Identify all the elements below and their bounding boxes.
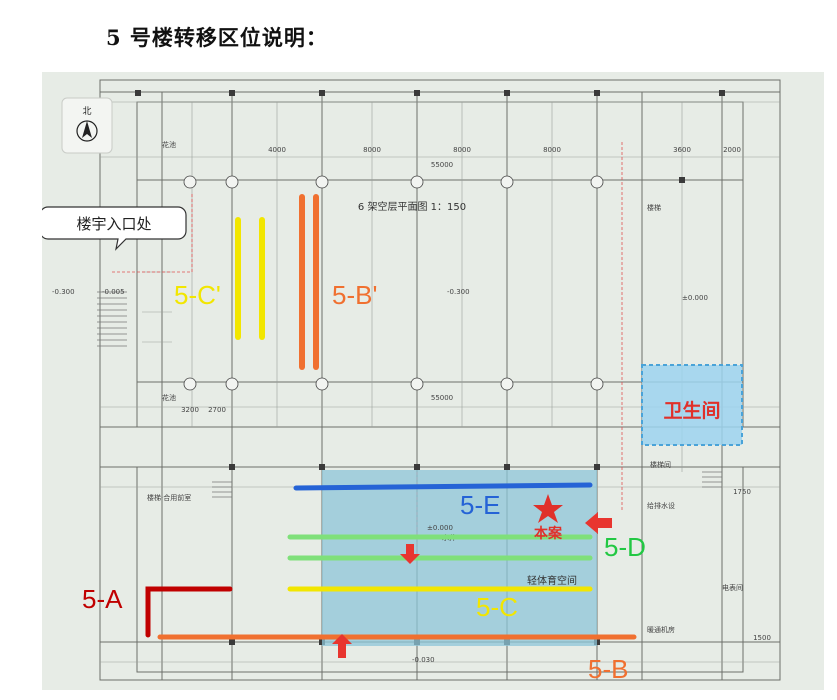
floor-plan-title: 6 架空层平面图 1：150: [358, 200, 466, 213]
dimension-total-bottom: 55000: [431, 394, 453, 402]
page-title: 5 号楼转移区位说明：: [106, 25, 328, 50]
level-minus-0005: -0.005: [102, 288, 125, 296]
room-hvac: 暖通机房: [647, 625, 675, 634]
zone-lines: [145, 194, 637, 640]
restroom-area: [641, 364, 743, 446]
room-plumbing: 给排水设: [647, 501, 675, 510]
zone-label-5b-prime: 5-B': [332, 280, 377, 310]
dimension-1750: 1750: [733, 488, 751, 496]
dimension-3200: 3200: [181, 406, 199, 414]
dimension-2000: 2000: [723, 146, 741, 154]
axis-circles: [183, 175, 604, 391]
dimension-8000-a: 8000: [363, 146, 381, 154]
arrow-down-center: [400, 544, 420, 564]
zone-label-5a: 5-A: [82, 584, 123, 614]
zone-label-5c-prime: 5-C': [174, 280, 221, 310]
room-meter: 电表间: [722, 583, 743, 592]
dimension-3600: 3600: [673, 146, 691, 154]
compass-icon: [76, 120, 98, 142]
level-minus-0300-center: -0.300: [447, 288, 470, 296]
level-minus-0300-left: -0.300: [52, 288, 75, 296]
entrance-arrow-up: [332, 634, 352, 658]
zone-label-5b: 5-B: [588, 654, 628, 684]
dimension-4000: 4000: [268, 146, 286, 154]
gym-space-label: 轻体育空间: [527, 574, 577, 587]
room-flower-bed-top: 花池: [162, 140, 176, 149]
arrows: [332, 512, 612, 658]
north-label: 北: [82, 106, 91, 117]
level-minus-0030: -0.030: [412, 656, 435, 664]
room-stairs-top: 楼梯: [647, 203, 661, 212]
star-icon: [533, 494, 563, 523]
restroom-label: 卫生间: [663, 399, 720, 422]
zone-5e-line: [293, 482, 593, 491]
dimension-8000-b: 8000: [453, 146, 471, 154]
room-stairwell: 楼梯间: [650, 460, 671, 469]
room-stair-lobby: 楼梯·合用前室: [147, 493, 191, 502]
floor-plan-drawing: 6 架空层平面图 1：150 55000 55000 4000 8000 800…: [42, 79, 781, 684]
dimension-1500: 1500: [753, 634, 771, 642]
level-zero-lower: ±0.000: [427, 524, 453, 532]
dimension-total-top: 55000: [431, 161, 453, 169]
zone-label-5c: 5-C: [476, 592, 518, 622]
floor-plan: 6 架空层平面图 1：150 55000 55000 4000 8000 800…: [42, 72, 824, 690]
arrow-left-right-side: [585, 512, 612, 534]
zone-label-5e: 5-E: [460, 490, 500, 520]
star-label: 本案: [534, 525, 563, 542]
room-flower-bed-bottom: 花池: [162, 393, 176, 402]
dimension-8000-c: 8000: [543, 146, 561, 154]
zone-5a-line: [145, 586, 233, 638]
zone-label-5d: 5-D: [604, 532, 646, 562]
level-zero-right: ±0.000: [682, 294, 708, 302]
stairs-hatch: [97, 291, 722, 498]
dimension-2700: 2700: [208, 406, 226, 414]
entrance-callout: 楼宇入口处: [42, 206, 187, 251]
entrance-label: 楼宇入口处: [76, 215, 151, 233]
